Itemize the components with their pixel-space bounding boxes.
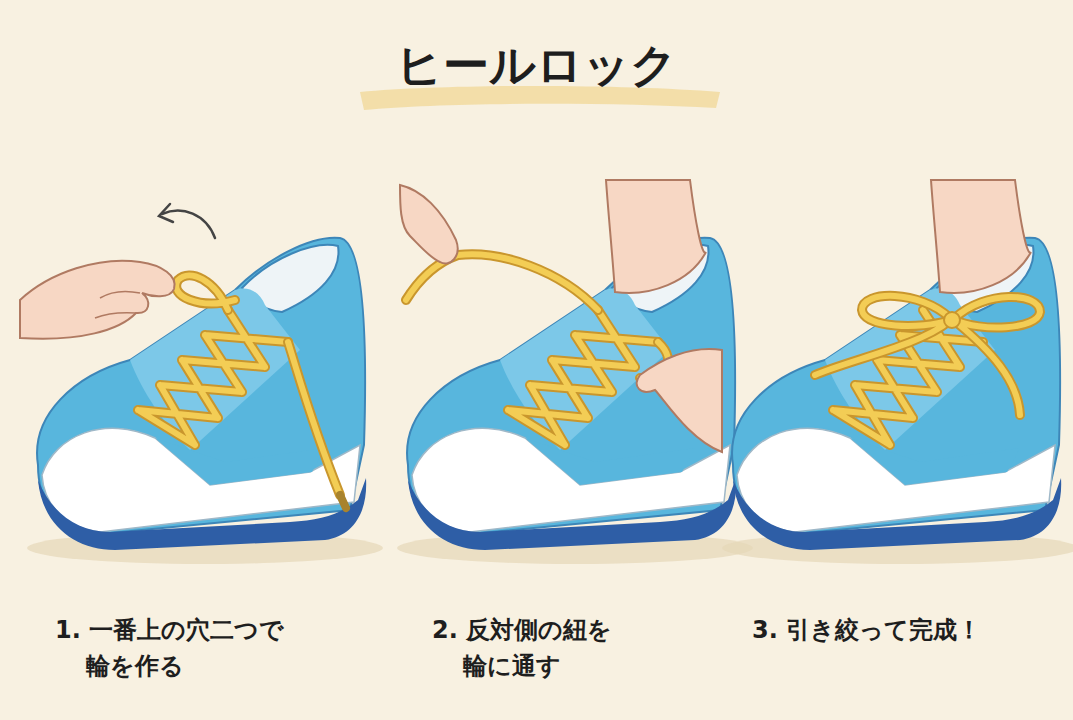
step-caption: 2. 反対側の紐を 輪に通す xyxy=(432,612,663,684)
step-caption: 1. 一番上の穴二つで 輪を作る xyxy=(55,612,326,684)
title: ヒールロック xyxy=(0,38,1073,93)
step-caption: 3. 引き絞って完成！ xyxy=(752,612,981,648)
